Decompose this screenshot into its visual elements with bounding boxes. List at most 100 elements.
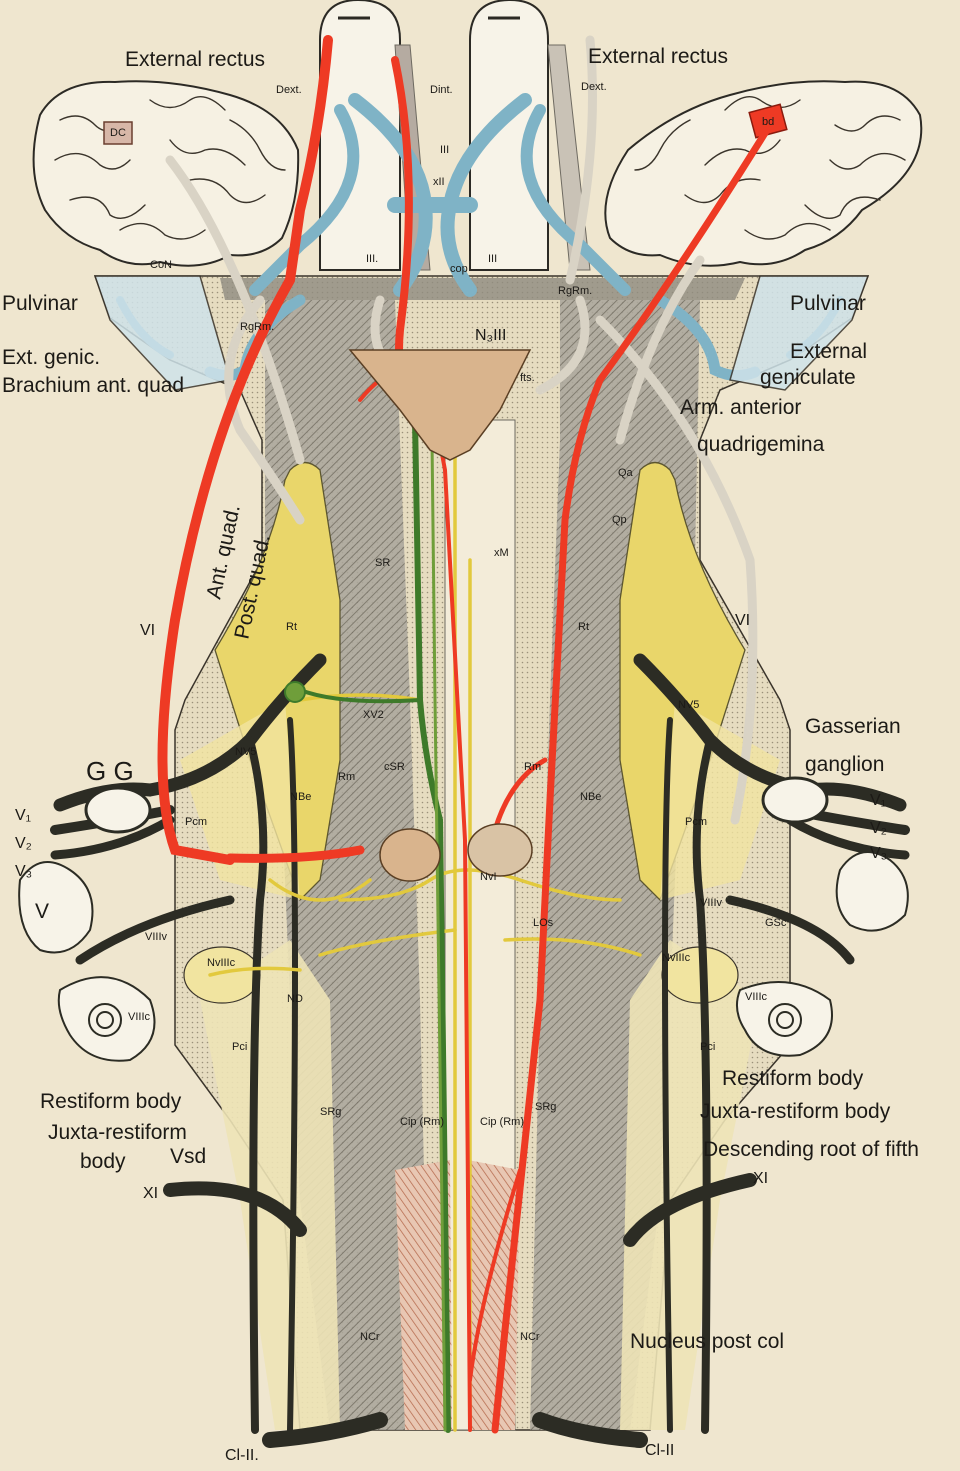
label-iii-left: III. <box>366 253 378 265</box>
label-rt-right: Rt <box>578 621 589 633</box>
pyramidal-tracts <box>284 417 451 1433</box>
label-dc: DC <box>110 127 126 139</box>
label-nviii-left: NvIIIc <box>207 957 236 969</box>
left-cerebrum <box>32 80 300 267</box>
label-gsc: GSc <box>765 917 787 929</box>
c1-left <box>262 1412 388 1448</box>
label-vi-right: VI <box>735 612 750 629</box>
label-juxta-right: Juxta-restiform body <box>700 1100 891 1123</box>
xi-left <box>163 1181 307 1237</box>
label-cip-left: Cip (Rm) <box>400 1116 444 1128</box>
label-ant-quad: Ant. quad. <box>202 503 244 601</box>
label-pulvinar-left: Pulvinar <box>2 292 78 315</box>
labels-right: External rectus Pulvinar External genicu… <box>588 45 919 1459</box>
label-v1-left: V₁ <box>15 807 31 824</box>
label-brachium: Brachium ant. quad <box>2 374 184 397</box>
pale-column-left <box>200 940 340 1430</box>
label-v3-left: V₃ <box>15 863 32 880</box>
inner-ear-left <box>18 861 156 1062</box>
label-rm-left: Rm <box>338 771 355 783</box>
label-pci-right: Pci <box>700 1041 715 1053</box>
label-fts: fts. <box>520 372 535 384</box>
label-external-rectus-right: External rectus <box>588 45 728 68</box>
label-rgrm-left: RgRm. <box>240 321 274 333</box>
label-xii: xII <box>433 176 445 188</box>
label-nv5-left: NV5 <box>235 746 256 758</box>
gasserian-ganglion-right <box>761 776 829 824</box>
label-srg-right: SRg <box>535 1101 556 1113</box>
corticobulbar-right <box>491 121 774 1434</box>
label-viiiv-right: VIIIv <box>700 897 723 909</box>
label-v3-right: V₃ <box>870 845 887 862</box>
label-gasserian-2: ganglion <box>805 753 884 776</box>
label-qa: Qa <box>618 467 634 479</box>
abducens-nucleus-right <box>467 823 533 877</box>
label-vsd: Vsd <box>170 1145 206 1168</box>
label-juxta-left-2: body <box>80 1150 126 1173</box>
label-viiic-right: VIIIc <box>745 991 768 1003</box>
label-nucleus-post-col: Nucleus post col <box>630 1330 784 1353</box>
label-arm-anterior-1: Arm. anterior <box>680 396 801 419</box>
label-dint: Dint. <box>430 84 453 96</box>
label-rgrm-right: RgRm. <box>558 285 592 297</box>
gray-fiber-tracts <box>165 35 758 825</box>
label-cop: cop <box>450 263 468 275</box>
pulvinar-left <box>93 275 231 391</box>
label-xi-left: XI <box>143 1185 158 1202</box>
eyeballs <box>319 0 591 271</box>
label-ncr-left: NCr <box>360 1331 380 1343</box>
right-cerebrum <box>604 80 923 267</box>
label-los: LOs <box>533 917 554 929</box>
label-cl-left: Cl-II. <box>225 1447 259 1464</box>
label-iii-right: III <box>488 253 497 265</box>
label-xv2: XV2 <box>363 709 384 721</box>
labels-small: Dext. Dint. Dext. III xII III. III cop R… <box>110 81 787 1343</box>
dc-area <box>103 121 133 145</box>
label-nv5-right: NV5 <box>678 699 699 711</box>
inner-ear-right <box>735 851 909 1057</box>
label-bd: bd <box>762 116 774 128</box>
pcm-left <box>180 700 300 900</box>
label-pci-left: Pci <box>232 1041 247 1053</box>
label-cl-right: Cl-II <box>645 1442 674 1459</box>
pulvinar-right <box>729 275 870 391</box>
label-n3: N₃III <box>475 327 506 344</box>
right-eye <box>469 0 549 271</box>
label-ext-geniculate-1: External <box>790 340 867 363</box>
vi-nerve-left <box>157 35 333 865</box>
label-csr: cSR <box>384 761 405 773</box>
c1-right <box>532 1412 648 1448</box>
label-pulvinar-right: Pulvinar <box>790 292 866 315</box>
left-brain-outline <box>32 80 300 267</box>
label-v1-right: V₁ <box>870 792 886 809</box>
label-srg-left: SRg <box>320 1106 341 1118</box>
label-v2-right: V₂ <box>870 820 887 837</box>
label-nviii-right: NvIIIc <box>662 952 691 964</box>
label-juxta-left-1: Juxta-restiform <box>48 1121 187 1144</box>
label-v2-left: V₂ <box>15 835 32 852</box>
label-nd: ND <box>287 993 303 1005</box>
trigeminal-root-right <box>633 653 907 812</box>
label-cip-right: Cip (Rm) <box>480 1116 524 1128</box>
label-viiic-left: VIIIc <box>128 1011 151 1023</box>
label-ext-geniculate-2: geniculate <box>760 366 856 389</box>
xi-right <box>623 1173 757 1247</box>
label-sr: SR <box>375 557 390 569</box>
label-pcm-left: Pcm <box>185 816 207 828</box>
label-dext-left: Dext. <box>276 84 302 96</box>
label-viiiv-left: VIIIv <box>145 931 168 943</box>
label-dext-right: Dext. <box>581 81 607 93</box>
label-con: CoN <box>150 259 172 271</box>
nviii-left <box>183 946 261 1004</box>
label-qp: Qp <box>612 514 627 526</box>
label-rm-right: Rm <box>524 761 541 773</box>
abducens-nucleus-left <box>379 828 441 882</box>
label-rt-left: Rt <box>286 621 297 633</box>
gasserian-ganglion-left <box>84 786 152 834</box>
bd-area <box>748 103 788 139</box>
nucleus-cuneatus-left <box>395 1160 452 1430</box>
rt-left <box>214 461 341 902</box>
label-gasserian-1: Gasserian <box>805 715 901 738</box>
label-restiform-right: Restiform body <box>722 1067 864 1090</box>
